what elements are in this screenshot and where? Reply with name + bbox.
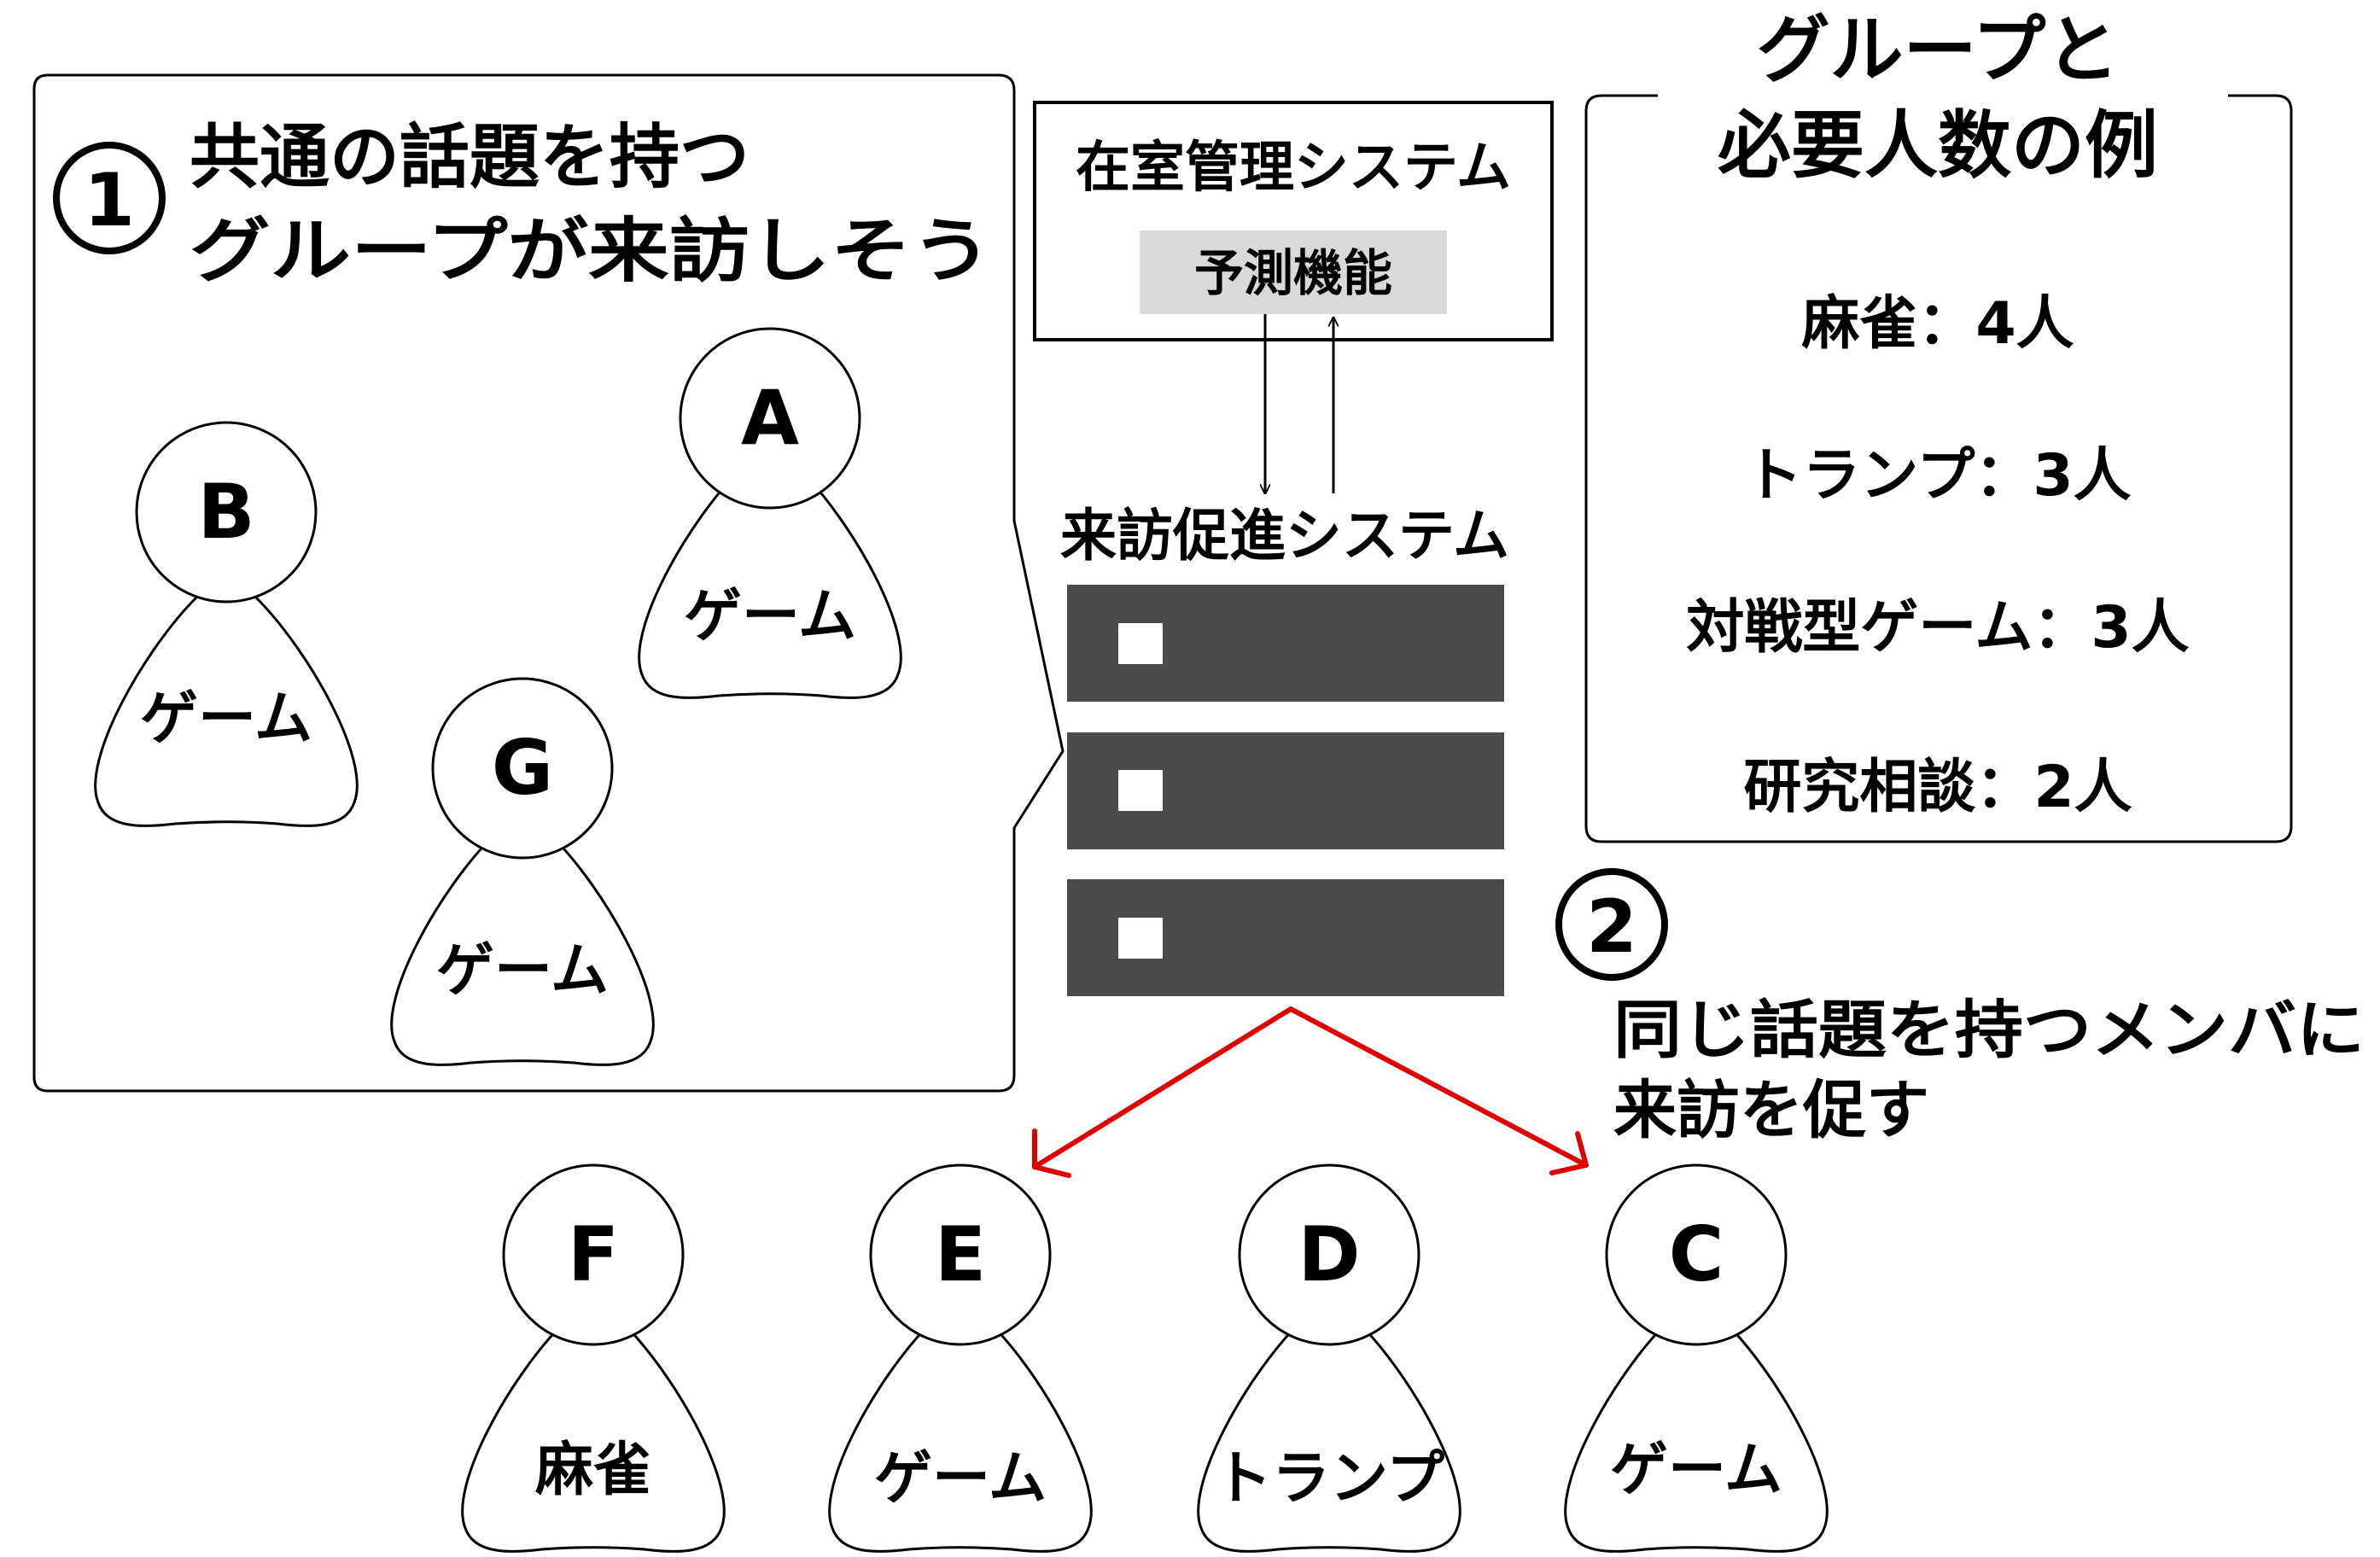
server-icon: [1067, 585, 1504, 996]
step2-number-circle: [1555, 868, 1668, 981]
step1-number-circle: [53, 142, 166, 254]
arrow-to-c: [1288, 1006, 1589, 1168]
arrow-to-e: [1032, 1006, 1293, 1169]
person-f-topic: 麻雀: [535, 1437, 651, 1504]
person-g-topic: ゲーム: [436, 937, 609, 1005]
notify-arrows: [1032, 1006, 1589, 1178]
group-example-item-2: トランプ：3人: [1744, 442, 2131, 510]
step2-line2: 来訪を促す: [1613, 1074, 1929, 1147]
group-examples-box: [1584, 94, 2293, 843]
step1-callout-box: [32, 73, 1065, 1093]
arrow-to-e-head: [1032, 1128, 1071, 1178]
person-c-letter: C: [1669, 1210, 1724, 1298]
group-examples-title-line1: グループと: [1757, 8, 2120, 93]
person-a-letter: A: [741, 374, 799, 462]
step2-number: 2: [1586, 884, 1637, 970]
person-a-topic: ゲーム: [684, 583, 856, 650]
prediction-function-label: 予測機能: [1194, 244, 1392, 302]
person-g-letter: G: [492, 724, 553, 812]
server-unit-2-light: [1118, 770, 1163, 811]
person-b: B ゲーム: [94, 421, 359, 827]
person-f: F 麻雀: [461, 1163, 726, 1553]
person-d-letter: D: [1298, 1210, 1360, 1298]
person-e-letter: E: [935, 1210, 986, 1298]
group-example-item-3: 対戦型ゲーム：3人: [1686, 594, 2189, 662]
prediction-function-box: [1140, 230, 1447, 314]
person-e: E ゲーム: [828, 1163, 1093, 1553]
arrow-to-c-head: [1549, 1131, 1589, 1175]
person-c-topic: ゲーム: [1610, 1437, 1782, 1504]
person-d-topic: トランプ: [1214, 1445, 1444, 1513]
visit-system-title: 来訪促進システム: [1060, 503, 1509, 569]
group-example-item-4: 研究相談：2人: [1743, 754, 2132, 821]
step1-title-line1: 共通の話題を持つ: [190, 117, 750, 198]
step1-number: 1: [84, 158, 135, 243]
person-b-letter: B: [197, 468, 254, 556]
step2-line1: 同じ話題を持つメンバに: [1613, 994, 2365, 1067]
person-a: A ゲーム: [638, 327, 902, 699]
person-g: G ゲーム: [390, 677, 655, 1066]
person-e-topic: ゲーム: [874, 1445, 1047, 1513]
group-examples-title-line2: 必要人数の例: [1718, 103, 2158, 189]
group-example-item-1: 麻雀：4人: [1801, 290, 2074, 358]
person-f-letter: F: [568, 1210, 619, 1298]
person-b-topic: ゲーム: [140, 685, 312, 753]
server-unit-1-light: [1118, 623, 1163, 664]
person-c: C ゲーム: [1564, 1163, 1829, 1553]
step1-title-line2: グループが来訪しそう: [190, 211, 992, 292]
occupancy-system-title: 在室管理システム: [1076, 137, 1511, 200]
person-d: D トランプ: [1197, 1163, 1461, 1553]
server-unit-3-light: [1118, 918, 1163, 959]
